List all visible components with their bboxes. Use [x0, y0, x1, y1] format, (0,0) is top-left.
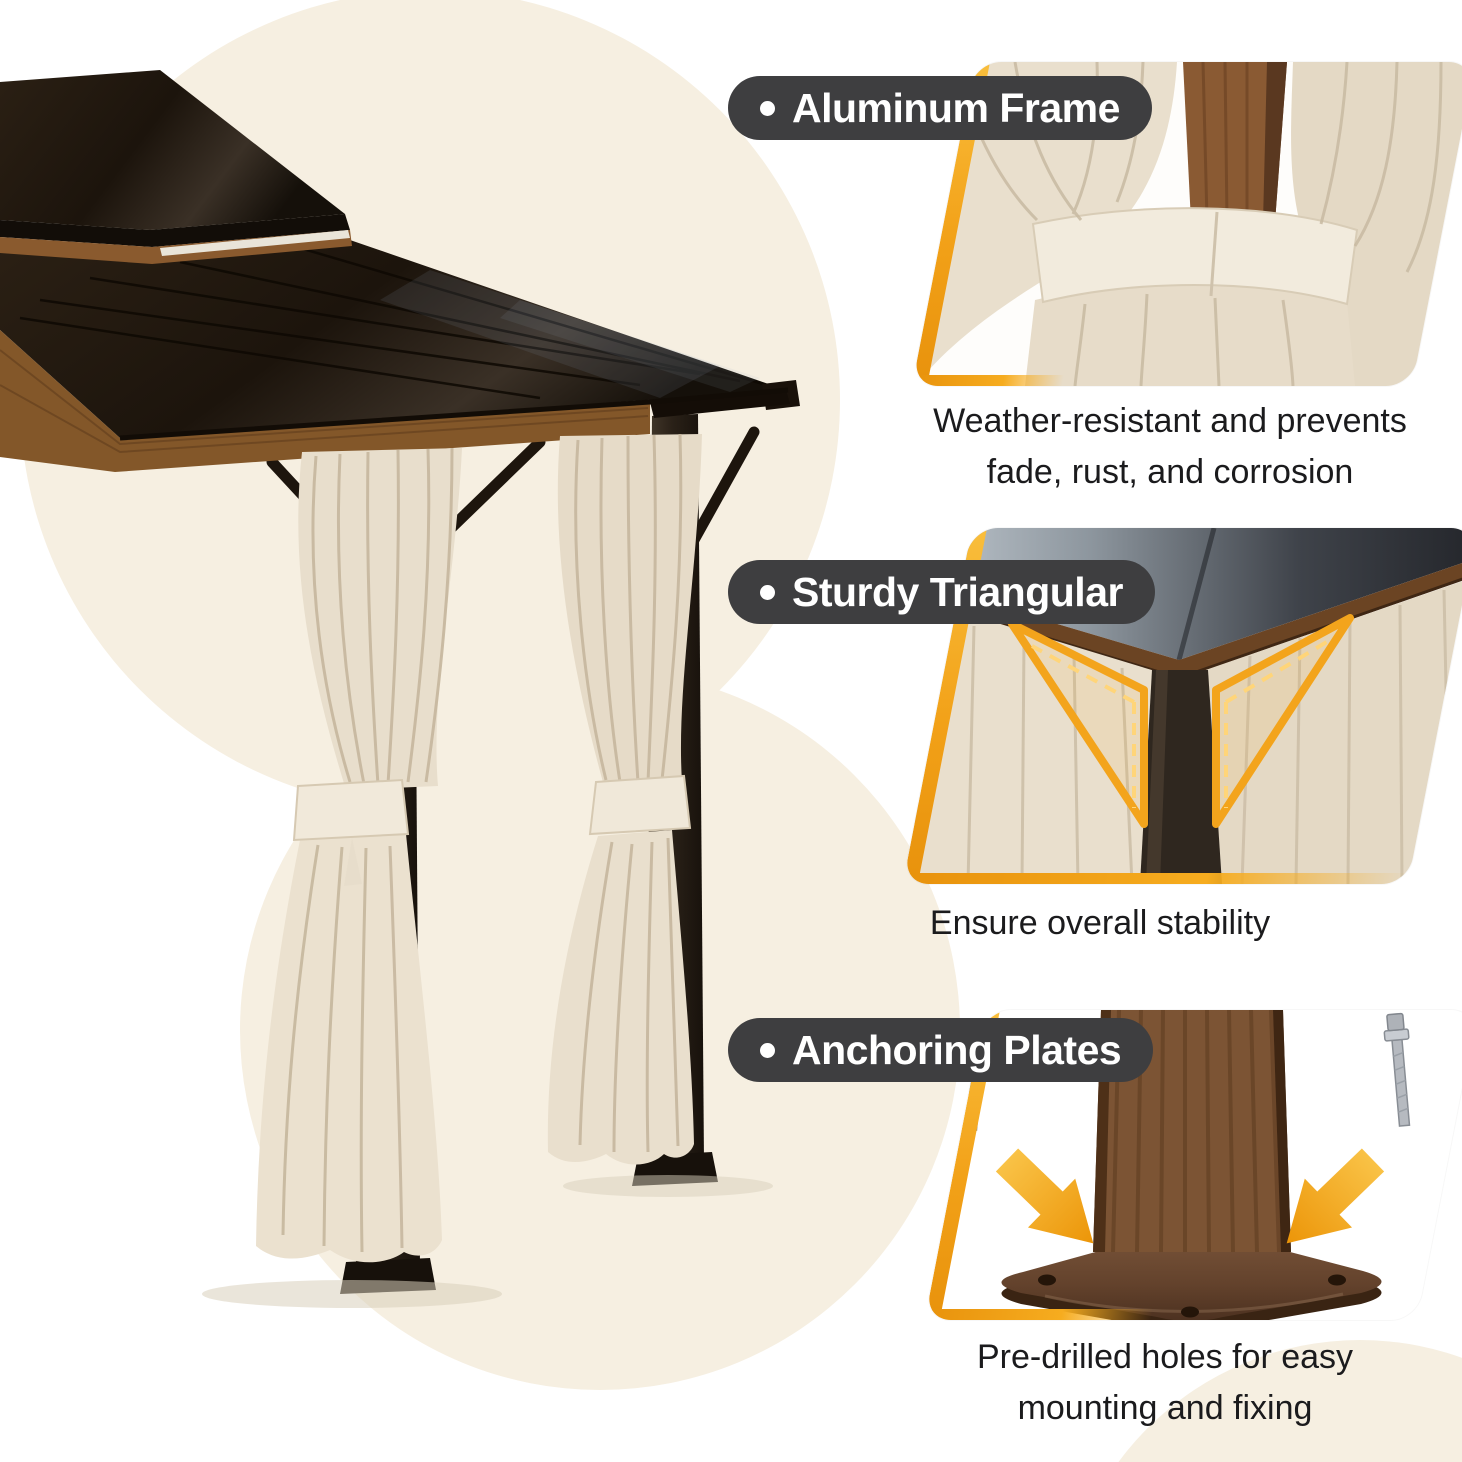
- ground-shadow: [202, 1280, 502, 1308]
- bullet-dot-icon: [760, 1042, 775, 1058]
- gold-accent-strip: [924, 1309, 1154, 1320]
- brace-triangle-highlight: [1008, 614, 1354, 828]
- gold-accent-strip: [902, 873, 1410, 884]
- highlight-arrow-icon: [995, 1148, 1094, 1244]
- caption-line: Ensure overall stability: [929, 904, 1271, 942]
- anchor-plate: [1001, 1230, 1382, 1320]
- feature-label-aluminum-frame: Aluminum Frame: [728, 76, 1152, 140]
- curtain-tieback: [588, 774, 692, 836]
- gazebo-top-roof: [0, 70, 352, 264]
- feature-label-text: Sturdy Triangular: [792, 568, 1123, 615]
- feature-caption-sturdy-triangular: Ensure overall stability: [850, 898, 1350, 949]
- gazebo-product-image: [0, 70, 800, 1308]
- feature-label-text: Aluminum Frame: [792, 84, 1120, 131]
- feature-label-anchoring-plates: Anchoring Plates: [728, 1018, 1154, 1082]
- caption-line: Pre-drilled holes for easy: [976, 1338, 1354, 1376]
- bullet-dot-icon: [760, 584, 775, 600]
- caption-line: mounting and fixing: [1017, 1389, 1313, 1427]
- highlight-arrow-icon: [1286, 1148, 1385, 1244]
- cream-blob: [1118, 1340, 1462, 1462]
- curtain-left: [256, 447, 462, 1263]
- pre-drilled-hole: [1328, 1274, 1346, 1286]
- curtain-right: [547, 433, 702, 1165]
- feature-caption-anchoring-plates: Pre-drilled holes for easy mounting and …: [900, 1332, 1430, 1434]
- caption-line: fade, rust, and corrosion: [986, 453, 1354, 491]
- gazebo-lower-roof: [0, 240, 800, 438]
- gold-accent-strip: [912, 375, 1065, 386]
- gazebo-post: [1183, 62, 1287, 222]
- bullet-dot-icon: [760, 100, 775, 116]
- pre-drilled-hole: [1181, 1306, 1199, 1318]
- feature-label-text: Anchoring Plates: [792, 1026, 1122, 1073]
- curtain-tieback: [292, 778, 410, 842]
- wood-beam: [0, 330, 790, 472]
- ground-shadow: [563, 1175, 773, 1197]
- anchor-bolt-icon: [1383, 1012, 1411, 1127]
- pre-drilled-hole: [1038, 1274, 1056, 1286]
- curtain-tieback-band: [1031, 207, 1359, 306]
- feature-label-sturdy-triangular: Sturdy Triangular: [728, 560, 1155, 624]
- feature-caption-aluminum-frame: Weather-resistant and prevents fade, rus…: [895, 396, 1445, 498]
- caption-line: Weather-resistant and prevents: [933, 402, 1407, 440]
